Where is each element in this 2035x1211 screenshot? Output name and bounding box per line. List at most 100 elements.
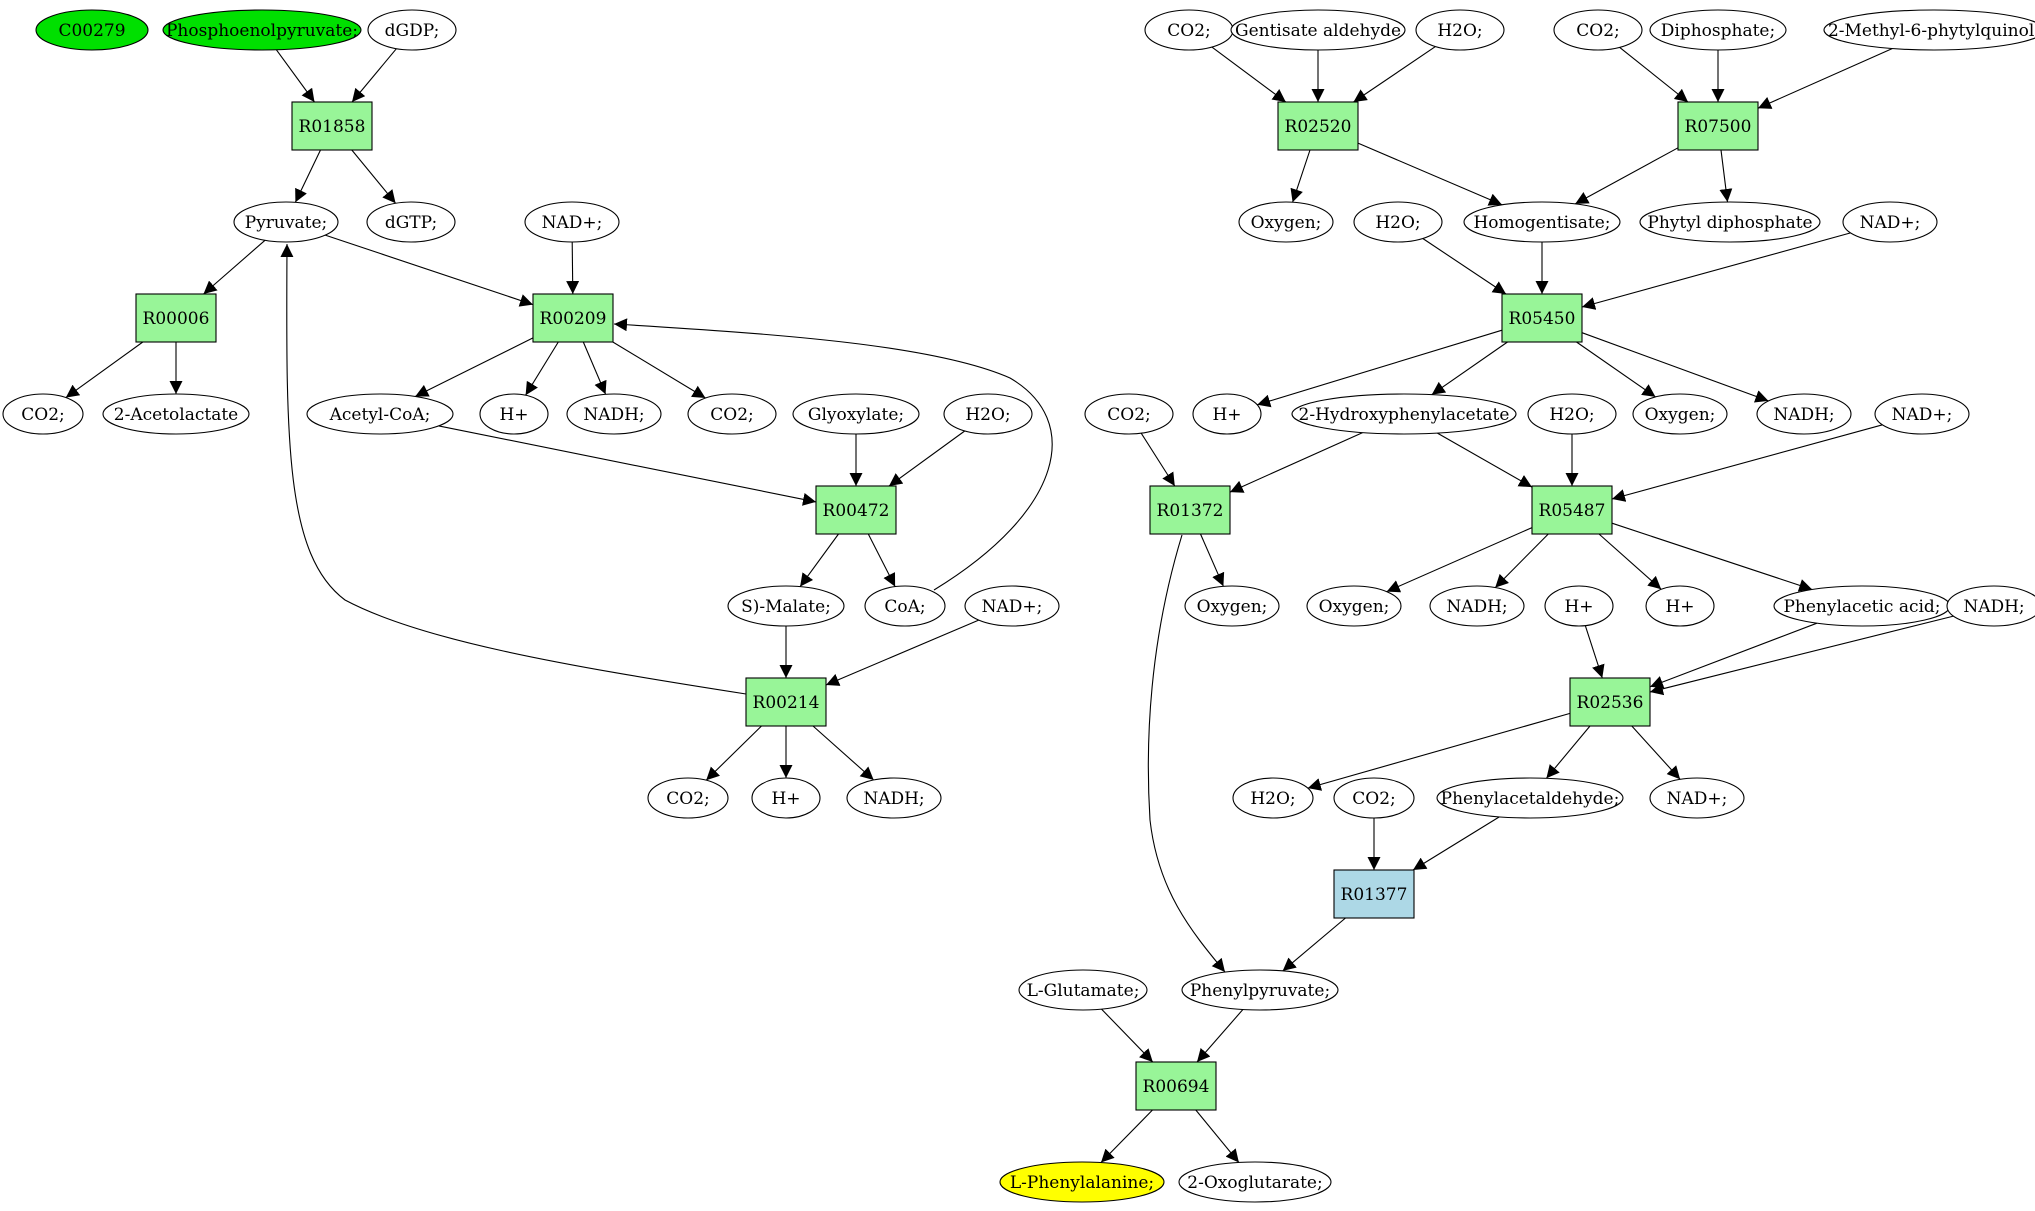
compound-ellipse bbox=[102, 393, 250, 435]
reaction-box bbox=[1531, 485, 1613, 535]
edge-r_00006-to-n_co2_a bbox=[65, 341, 144, 399]
compound-node-n_acetolactate[interactable]: 2-Acetolactate bbox=[102, 393, 250, 435]
edge-r_02536-to-n_nad_e bbox=[1631, 725, 1681, 780]
compound-ellipse bbox=[1946, 585, 2035, 627]
compound-node-n_h_e[interactable]: H+ bbox=[1645, 585, 1715, 627]
compound-node-n_co2_c[interactable]: CO2; bbox=[647, 777, 729, 819]
compound-node-n_coa[interactable]: CoA; bbox=[864, 585, 946, 627]
edge-n_pyruvate-to-r_00006 bbox=[203, 239, 266, 295]
reaction-box bbox=[745, 677, 827, 727]
compound-node-n_dgdp[interactable]: dGDP; bbox=[367, 9, 457, 51]
compound-node-n_glyoxylate[interactable]: Glyoxylate; bbox=[792, 393, 920, 435]
compound-node-n_gentisald[interactable]: Gentisate aldehyde bbox=[1230, 9, 1406, 51]
reaction-node-r_00006[interactable]: R00006 bbox=[135, 293, 217, 343]
compound-node-n_oxoglutarate[interactable]: 2-Oxoglutarate; bbox=[1178, 1161, 1332, 1203]
compound-node-n_co2_a[interactable]: CO2; bbox=[2, 393, 84, 435]
compound-node-n_oxygen_c[interactable]: Oxygen; bbox=[1184, 585, 1280, 627]
reaction-node-r_05450[interactable]: R05450 bbox=[1501, 293, 1583, 343]
compound-ellipse bbox=[1181, 969, 1339, 1011]
reaction-node-r_01858[interactable]: R01858 bbox=[291, 101, 373, 151]
compound-node-n_phenylacetic[interactable]: Phenylacetic acid; bbox=[1773, 585, 1951, 627]
compound-node-n_nad_b[interactable]: NAD+; bbox=[964, 585, 1060, 627]
edge-r_01858-to-n_pyruvate bbox=[294, 149, 321, 203]
compound-node-n_oxygen_b[interactable]: Oxygen; bbox=[1632, 393, 1728, 435]
compound-ellipse bbox=[1463, 201, 1621, 243]
compound-node-n_diphosphate[interactable]: Diphosphate; bbox=[1649, 9, 1787, 51]
compound-node-n_nadh_b[interactable]: NADH; bbox=[846, 777, 942, 819]
compound-node-n_mpq[interactable]: 2-Methyl-6-phytylquinol; bbox=[1823, 9, 2035, 51]
compound-node-n_glutamate[interactable]: L-Glutamate; bbox=[1018, 969, 1148, 1011]
compound-node-n_co2_e[interactable]: CO2; bbox=[1553, 9, 1643, 51]
compound-node-n_nad_c[interactable]: NAD+; bbox=[1842, 201, 1938, 243]
compound-node-n_nadh_e[interactable]: NADH; bbox=[1946, 585, 2035, 627]
compound-node-n_dgtp[interactable]: dGTP; bbox=[366, 201, 456, 243]
compound-node-n_oxygen_a[interactable]: Oxygen; bbox=[1238, 201, 1334, 243]
compound-node-n_acetylcoa[interactable]: Acetyl-CoA; bbox=[306, 393, 454, 435]
compound-node-n_phenylpyruvate[interactable]: Phenylpyruvate; bbox=[1181, 969, 1339, 1011]
node-label: Diphosphate; bbox=[1661, 21, 1775, 41]
compound-node-n_nad_a[interactable]: NAD+; bbox=[524, 201, 620, 243]
reaction-node-r_00694[interactable]: R00694 bbox=[1135, 1061, 1217, 1111]
compound-node-n_hpa[interactable]: 2-Hydroxyphenylacetate bbox=[1291, 393, 1517, 435]
edge-r_07500-to-n_phytyldp bbox=[1719, 149, 1733, 203]
node-label: Oxygen; bbox=[1197, 597, 1268, 617]
compound-node-n_phytyldp[interactable]: Phytyl diphosphate bbox=[1639, 201, 1821, 243]
reaction-node-r_02536[interactable]: R02536 bbox=[1569, 677, 1651, 727]
node-label: 2-Methyl-6-phytylquinol; bbox=[1828, 21, 2035, 41]
compound-node-n_nadh_d[interactable]: NADH; bbox=[1429, 585, 1525, 627]
compound-node-n_co2_f[interactable]: CO2; bbox=[1084, 393, 1174, 435]
compound-node-n_homogentisate[interactable]: Homogentisate; bbox=[1463, 201, 1621, 243]
compound-node-n_phenylacetald[interactable]: Phenylacetaldehyde; bbox=[1436, 777, 1624, 819]
compound-node-n_nad_d[interactable]: NAD+; bbox=[1874, 393, 1970, 435]
node-label: C00279 bbox=[58, 21, 125, 41]
node-label: NAD+; bbox=[1667, 789, 1728, 809]
compound-node-n_h2o_d[interactable]: H2O; bbox=[1527, 393, 1617, 435]
compound-node-n_pyruvate[interactable]: Pyruvate; bbox=[233, 201, 339, 243]
node-label: R00006 bbox=[143, 309, 210, 329]
reaction-box bbox=[1333, 869, 1415, 919]
compound-node-n_nadh_c[interactable]: NADH; bbox=[1756, 393, 1852, 435]
compound-ellipse bbox=[1192, 393, 1262, 435]
reaction-node-r_05487[interactable]: R05487 bbox=[1531, 485, 1613, 535]
node-label: R05450 bbox=[1509, 309, 1576, 329]
reaction-node-r_07500[interactable]: R07500 bbox=[1677, 101, 1759, 151]
compound-ellipse bbox=[566, 393, 662, 435]
reaction-node-r_00214[interactable]: R00214 bbox=[745, 677, 827, 727]
compound-node-n_co2_b[interactable]: CO2; bbox=[687, 393, 777, 435]
compound-node-n_pep[interactable]: Phosphoenolpyruvate; bbox=[162, 9, 362, 51]
node-label: dGDP; bbox=[385, 21, 440, 41]
compound-node-n_h_a[interactable]: H+ bbox=[479, 393, 549, 435]
compound-node-n_h2o_e[interactable]: H2O; bbox=[1232, 777, 1314, 819]
reaction-node-r_00472[interactable]: R00472 bbox=[815, 485, 897, 535]
node-label: 2-Hydroxyphenylacetate bbox=[1299, 405, 1510, 425]
reaction-node-r_01372[interactable]: R01372 bbox=[1149, 485, 1231, 535]
node-label: R00209 bbox=[540, 309, 607, 329]
compound-node-n_co2_g[interactable]: CO2; bbox=[1333, 777, 1415, 819]
compound-node-n_oxygen_d[interactable]: Oxygen; bbox=[1306, 585, 1402, 627]
compound-node-n_h2o_a[interactable]: H2O; bbox=[943, 393, 1033, 435]
compound-node-n_nadh_a[interactable]: NADH; bbox=[566, 393, 662, 435]
compound-node-n_co2_d[interactable]: CO2; bbox=[1144, 9, 1234, 51]
node-label: R01372 bbox=[1157, 501, 1224, 521]
compound-node-n_h2o_c[interactable]: H2O; bbox=[1353, 201, 1443, 243]
compound-node-n_phenylalanine[interactable]: L-Phenylalanine; bbox=[999, 1161, 1165, 1203]
compound-node-n_h2o_b[interactable]: H2O; bbox=[1415, 9, 1505, 51]
compound-node-n_h_c[interactable]: H+ bbox=[1192, 393, 1262, 435]
compound-node-n_h_d[interactable]: H+ bbox=[1544, 585, 1614, 627]
node-label: R01858 bbox=[299, 117, 366, 137]
node-label: H+ bbox=[1665, 597, 1694, 617]
reaction-node-r_00209[interactable]: R00209 bbox=[532, 293, 614, 343]
edge-r_02536-to-n_phenylacetald bbox=[1545, 725, 1591, 779]
reaction-node-r_01377[interactable]: R01377 bbox=[1333, 869, 1415, 919]
node-label: R00214 bbox=[753, 693, 820, 713]
compound-node-n_h_b[interactable]: H+ bbox=[751, 777, 821, 819]
edge-r_02520-to-n_homogentisate bbox=[1357, 142, 1503, 206]
compound-ellipse bbox=[1639, 201, 1821, 243]
compound-node-n_nad_e[interactable]: NAD+; bbox=[1649, 777, 1745, 819]
node-label: dGTP; bbox=[385, 213, 437, 233]
node-label: CO2; bbox=[21, 405, 65, 425]
compound-node-n_c00279[interactable]: C00279 bbox=[35, 9, 149, 51]
node-label: R02536 bbox=[1577, 693, 1644, 713]
compound-node-n_malate[interactable]: S)-Malate; bbox=[727, 585, 845, 627]
reaction-node-r_02520[interactable]: R02520 bbox=[1277, 101, 1359, 151]
